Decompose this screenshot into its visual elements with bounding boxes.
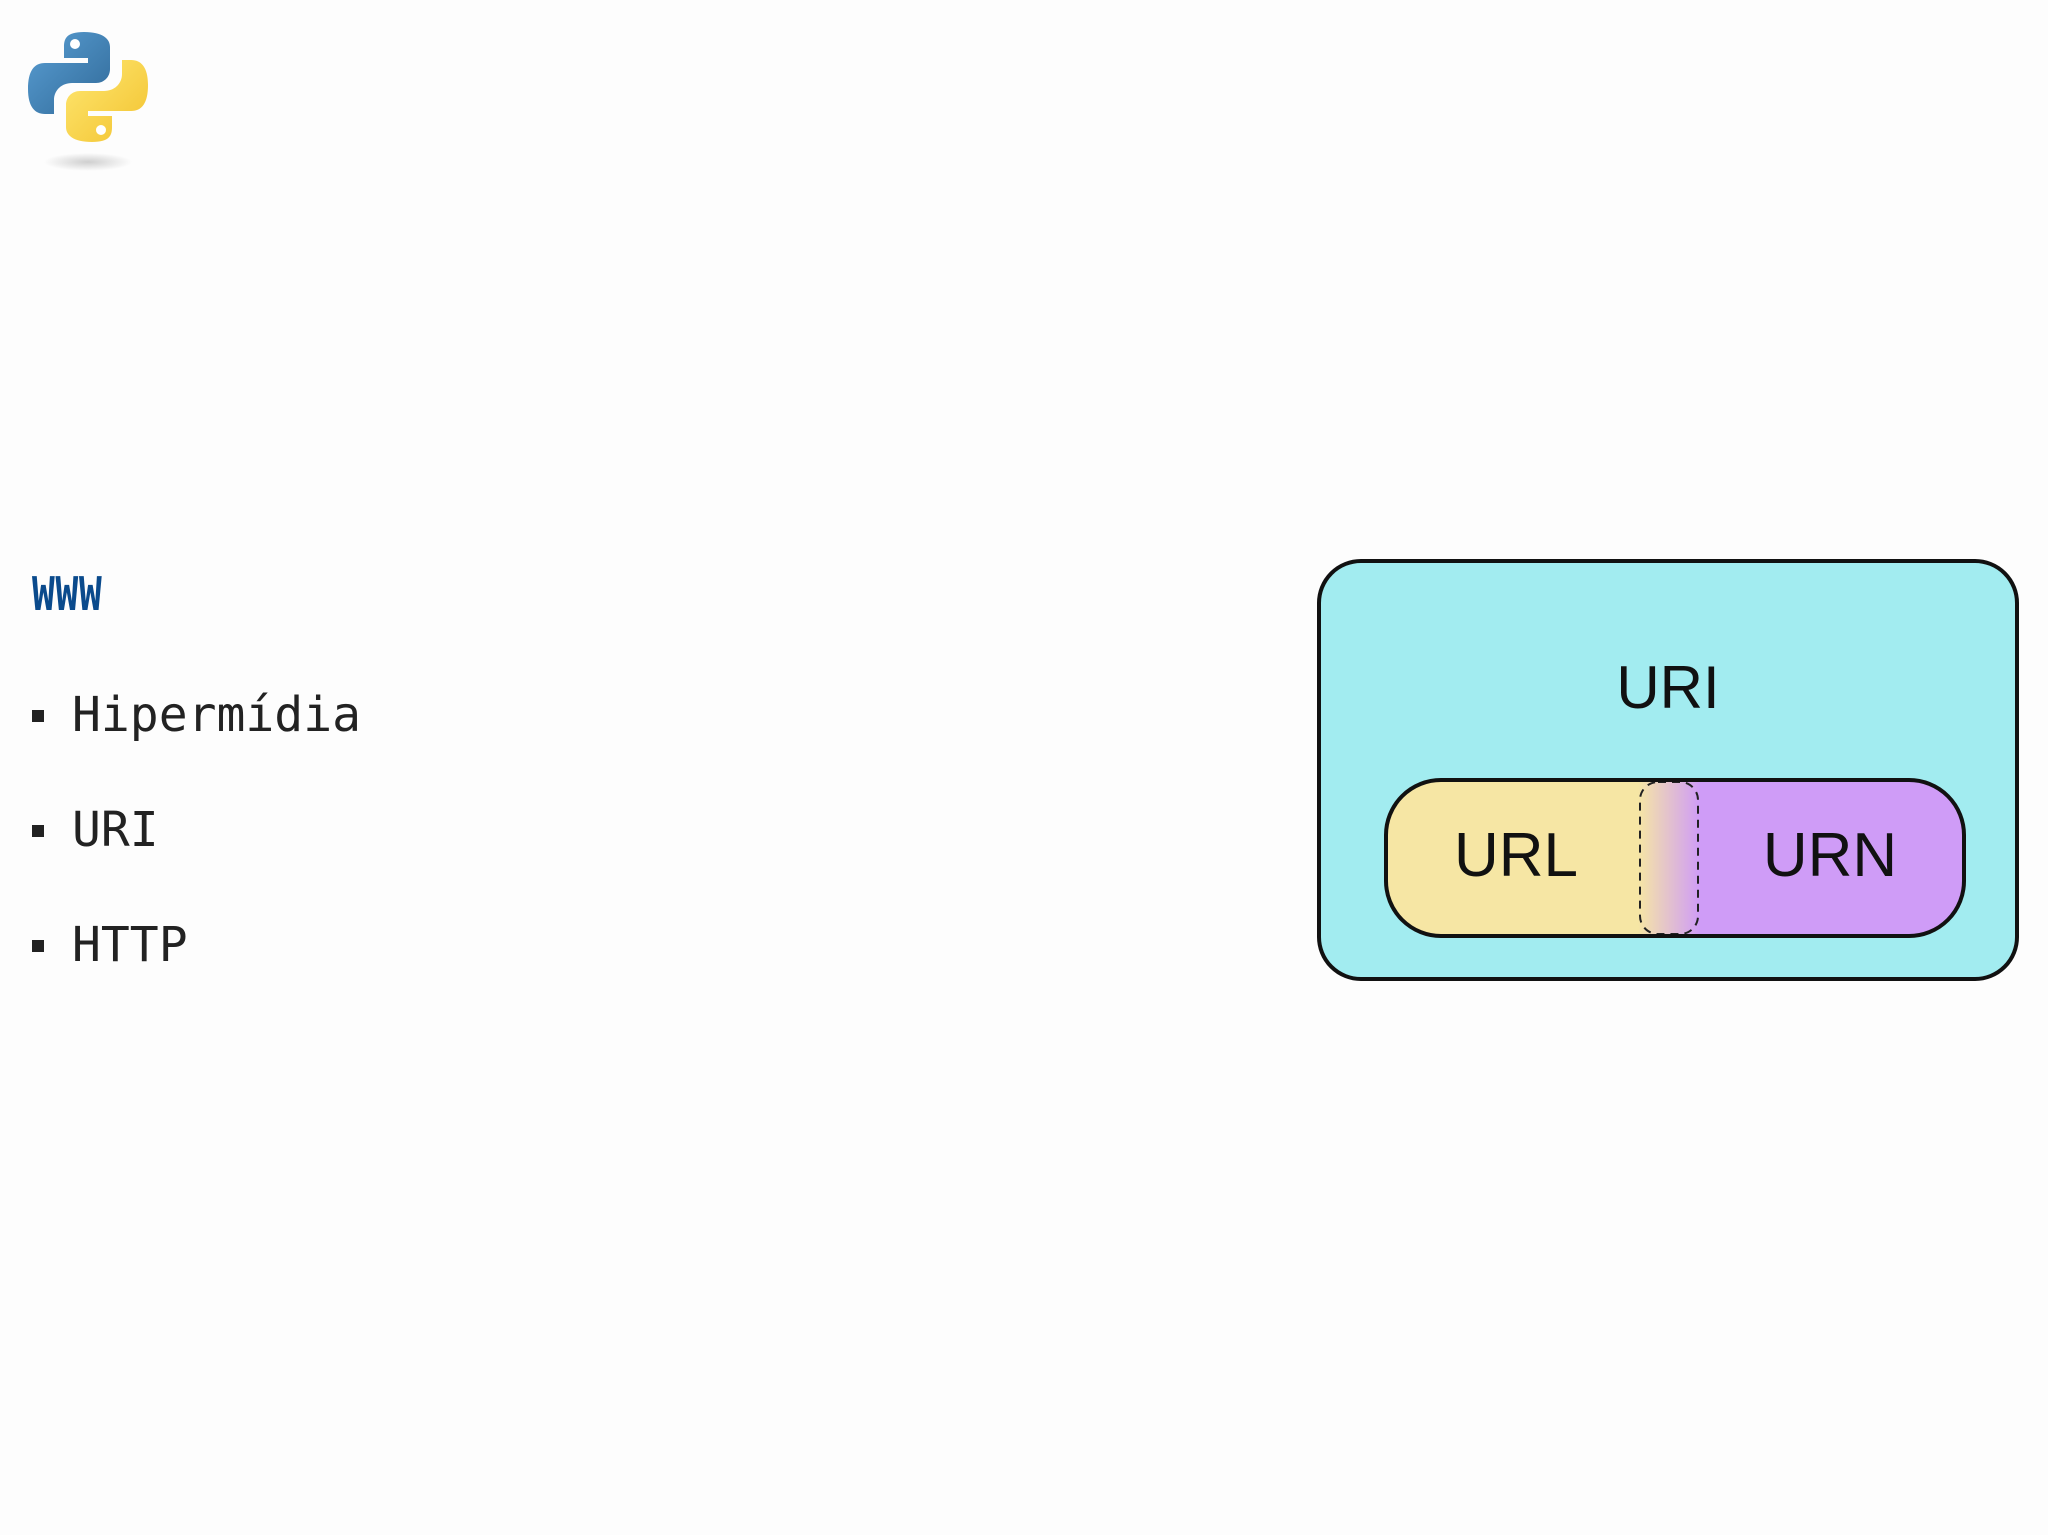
overlap-region — [1638, 780, 1700, 936]
python-logo-icon — [28, 32, 148, 171]
uri-label: URI — [1616, 654, 1719, 721]
bullet-list: Hipermídia URI HTTP — [32, 680, 361, 1025]
url-label: URL — [1454, 821, 1578, 890]
slide-heading: WWW — [32, 567, 103, 621]
bullet-text: URI — [72, 802, 159, 858]
square-bullet-icon — [32, 940, 44, 952]
uri-diagram: URI URL URN — [1317, 559, 2019, 981]
bullet-text: HTTP — [72, 917, 188, 973]
bullet-item-uri: URI — [32, 795, 361, 910]
inner-capsule-outline — [1384, 778, 1966, 938]
bullet-item-http: HTTP — [32, 910, 361, 1025]
square-bullet-icon — [32, 710, 44, 722]
square-bullet-icon — [32, 825, 44, 837]
url-region — [1386, 780, 1642, 936]
bullet-item-hipermidia: Hipermídia — [32, 680, 361, 795]
bullet-text: Hipermídia — [72, 687, 361, 743]
urn-label: URN — [1763, 821, 1897, 890]
